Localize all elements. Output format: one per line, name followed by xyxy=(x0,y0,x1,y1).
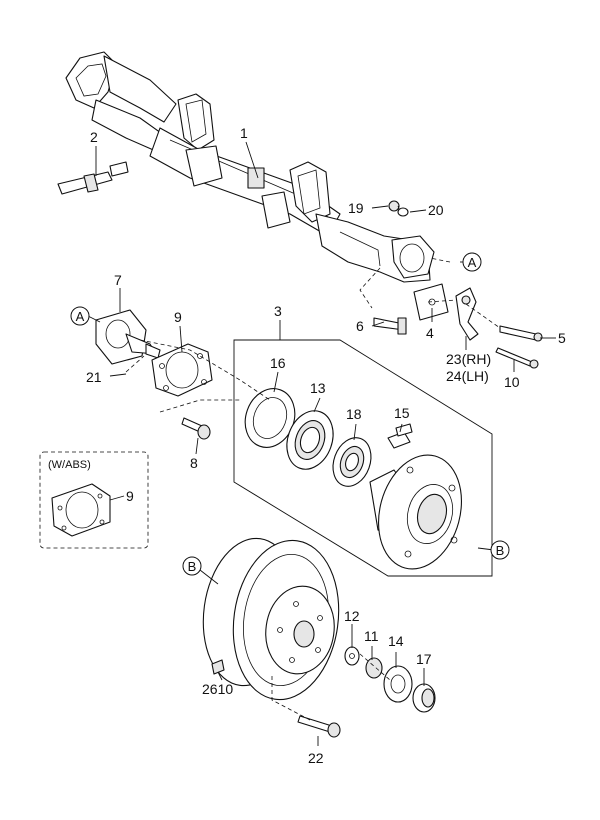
ref-marker-b-hub: B xyxy=(490,540,510,560)
abs-box xyxy=(39,451,149,549)
callout-10: 10 xyxy=(504,374,520,390)
ref-label: A xyxy=(76,309,85,324)
callout-13: 13 xyxy=(310,380,326,396)
retainer-parts xyxy=(344,646,436,713)
ref-marker-a-upper: A xyxy=(462,252,482,272)
plug-and-bolt xyxy=(211,659,341,738)
wheel-hub xyxy=(369,454,463,570)
callout-2610: 2610 xyxy=(202,681,233,697)
callouts: 1 2 3 4 5 6 7 8 9 9 10 11 12 13 14 15 16… xyxy=(86,125,566,766)
axle-stud-bolt xyxy=(57,161,129,195)
callout-14: 14 xyxy=(388,633,404,649)
callout-2: 2 xyxy=(90,129,98,145)
ref-label: B xyxy=(496,543,505,558)
callout-20: 20 xyxy=(428,202,444,218)
hub-bolt xyxy=(181,417,211,440)
gasket xyxy=(151,343,213,397)
callout-8: 8 xyxy=(190,455,198,471)
callout-12: 12 xyxy=(344,608,360,624)
axle-shaft-flange xyxy=(95,309,161,365)
callout-15: 15 xyxy=(394,405,410,421)
brake-drum xyxy=(202,537,340,701)
callout-24-lh: 24(LH) xyxy=(446,368,489,384)
callout-1: 1 xyxy=(240,125,248,141)
leader-lines xyxy=(87,141,556,746)
nut-washer xyxy=(388,200,409,217)
callout-19: 19 xyxy=(348,200,364,216)
callout-11: 11 xyxy=(364,628,379,644)
callout-9-gasket: 9 xyxy=(174,309,182,325)
assembly-lines xyxy=(125,205,501,721)
ref-marker-a-lower: A xyxy=(70,306,90,326)
bearing xyxy=(286,410,334,470)
wheel-stud xyxy=(387,423,413,449)
callout-17: 17 xyxy=(416,651,432,667)
inner-bearing xyxy=(332,437,372,487)
callout-23-rh: 23(RH) xyxy=(446,351,491,367)
callout-7: 7 xyxy=(114,272,122,288)
callout-16: 16 xyxy=(270,355,286,371)
callout-22: 22 xyxy=(308,750,324,766)
callout-3: 3 xyxy=(274,303,282,319)
callout-4: 4 xyxy=(426,325,434,341)
hub-assembly-box xyxy=(233,339,493,577)
ref-label: A xyxy=(468,255,477,270)
axle-housing xyxy=(65,51,435,283)
callout-6: 6 xyxy=(356,318,364,334)
callout-18: 18 xyxy=(346,406,362,422)
callout-9-abs: 9 xyxy=(126,488,134,504)
abs-gasket xyxy=(51,483,111,537)
ref-marker-b-drum: B xyxy=(182,556,202,576)
ref-label: B xyxy=(188,559,197,574)
callout-5: 5 xyxy=(558,330,566,346)
callout-21: 21 xyxy=(86,369,102,385)
abs-label: (W/ABS) xyxy=(48,459,91,471)
